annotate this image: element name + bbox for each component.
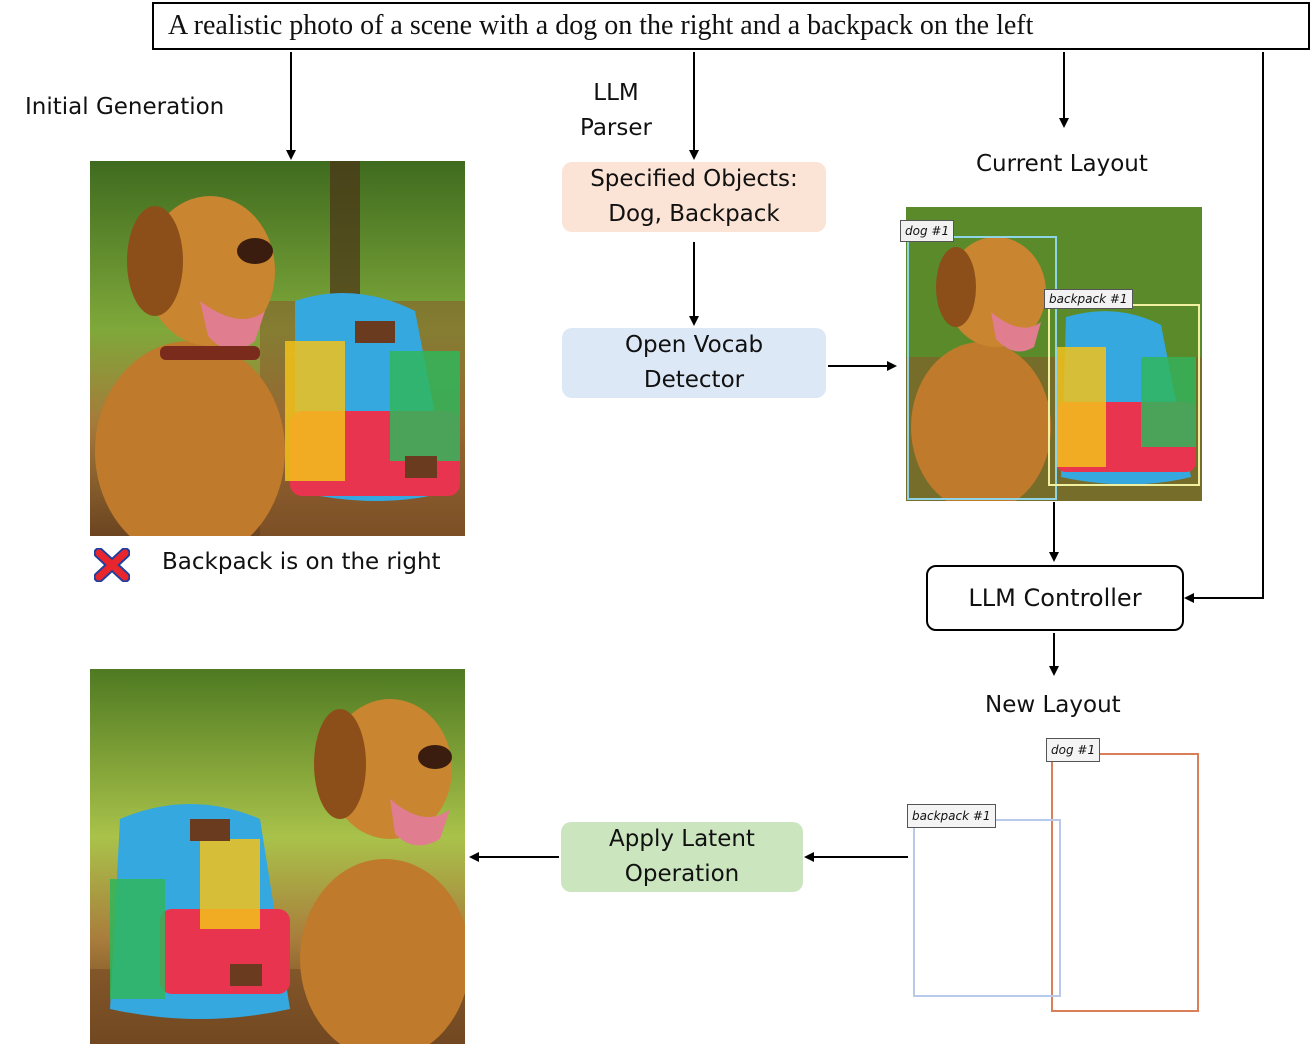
current-backpack-box [1048, 304, 1200, 486]
current-layout-panel: dog #1 backpack #1 [900, 207, 1202, 501]
current-backpack-tag: backpack #1 [1044, 289, 1133, 309]
final-generation-image [90, 669, 465, 1044]
new-layout-label: New Layout [985, 692, 1121, 718]
initial-generation-image [90, 161, 465, 536]
verdict-text: Backpack is on the right [162, 549, 441, 575]
cross-icon [94, 548, 130, 582]
detector-line1: Open Vocab [624, 332, 764, 358]
llm-parser-line1: LLM [593, 80, 639, 106]
detector-box: Open Vocab Detector [562, 328, 826, 398]
current-layout-image [906, 207, 1202, 501]
current-layout-label: Current Layout [976, 151, 1148, 177]
specified-objects-box: Specified Objects: Dog, Backpack [562, 162, 826, 232]
apply-latent-line2: Operation [624, 861, 740, 887]
new-dog-tag: dog #1 [1046, 738, 1101, 762]
apply-latent-box: Apply Latent Operation [561, 822, 803, 892]
detector-line2: Detector [643, 367, 745, 393]
specified-objects-line2: Dog, Backpack [608, 201, 780, 227]
apply-latent-line1: Apply Latent [609, 826, 755, 852]
llm-controller-label: LLM Controller [968, 584, 1142, 612]
current-dog-box [907, 236, 1057, 500]
new-dog-box [1051, 753, 1199, 1012]
current-dog-tag: dog #1 [900, 220, 955, 242]
initial-generation-label: Initial Generation [25, 94, 225, 120]
new-backpack-tag: backpack #1 [907, 804, 996, 828]
new-backpack-box [913, 819, 1061, 997]
prompt-box: A realistic photo of a scene with a dog … [152, 2, 1310, 50]
llm-controller-box: LLM Controller [926, 565, 1184, 631]
arrow-prompt-to-controller [1184, 52, 1264, 603]
specified-objects-line1: Specified Objects: [590, 166, 798, 192]
prompt-text: A realistic photo of a scene with a dog … [168, 10, 1034, 41]
llm-parser-label: LLM Parser [570, 76, 662, 146]
llm-parser-line2: Parser [580, 115, 652, 141]
